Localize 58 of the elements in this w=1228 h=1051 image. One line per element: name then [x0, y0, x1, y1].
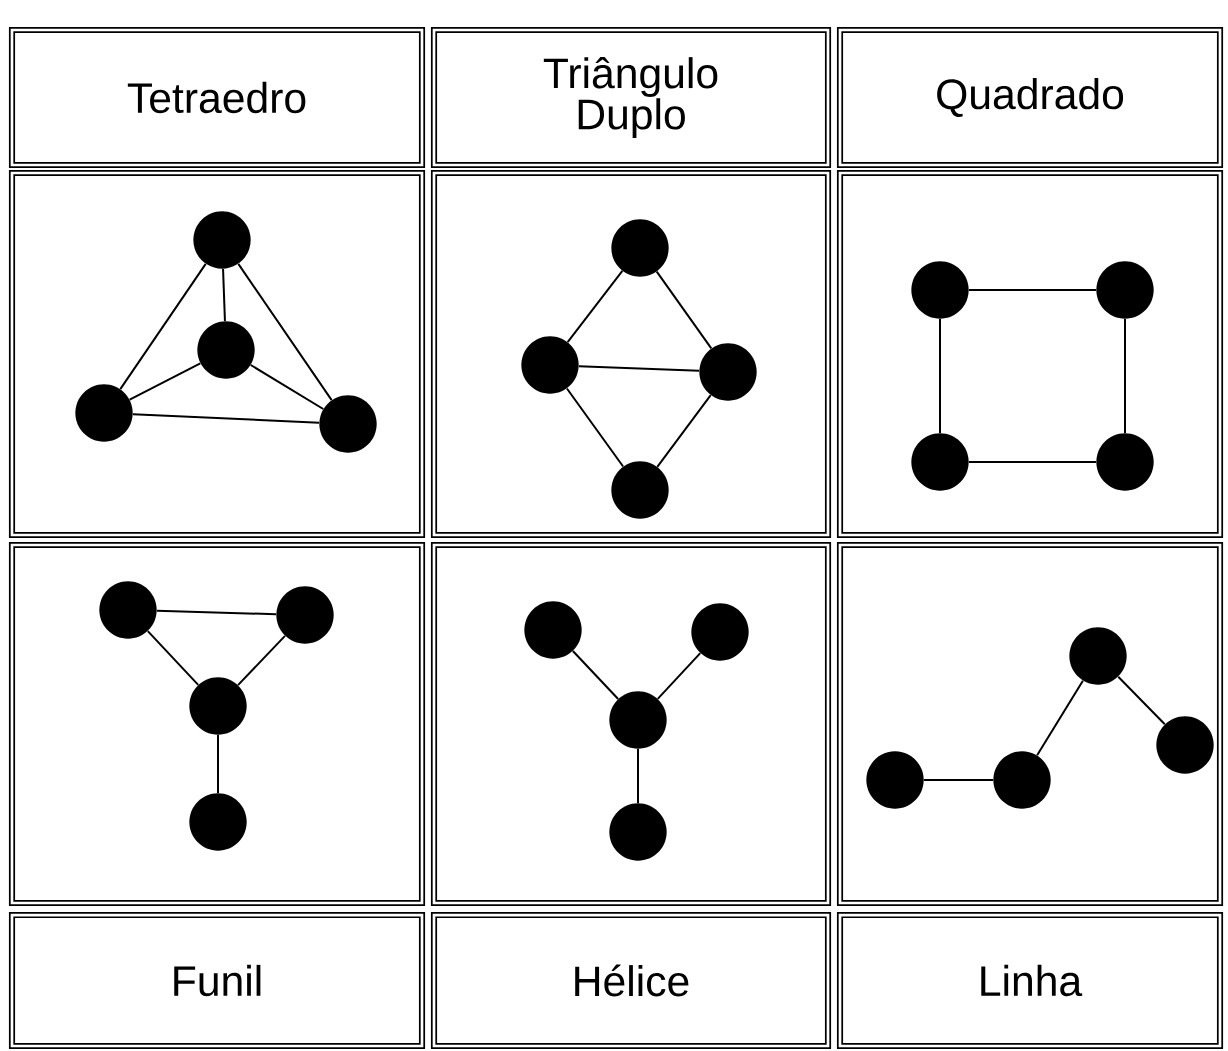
vertex-dot [1096, 433, 1154, 491]
vertex-dot [691, 603, 749, 661]
connector-line [128, 362, 202, 401]
connector-line [939, 317, 941, 435]
vertex-dot [699, 343, 757, 401]
vertex-dot [1096, 261, 1154, 319]
connector-line [565, 387, 625, 468]
connector-line [217, 733, 219, 795]
connector-line [922, 779, 995, 781]
header-cell: Tetraedro [8, 26, 426, 169]
connector-line [656, 652, 702, 700]
vertex-dot [611, 461, 669, 519]
connector-line [655, 270, 713, 350]
connector-line [222, 267, 226, 323]
vertex-dot [609, 691, 667, 749]
connector-line [967, 289, 1098, 291]
vertex-dot [866, 751, 924, 809]
vertex-dot [911, 433, 969, 491]
vertex-dot [911, 261, 969, 319]
connector-line [967, 461, 1098, 463]
vertex-dot [524, 601, 582, 659]
vertex-dot [319, 395, 377, 453]
vertex-dot [609, 803, 667, 861]
vertex-dot [99, 581, 157, 639]
header-cell: Quadrado [836, 26, 1224, 169]
connector-line [237, 634, 286, 687]
panel-box [836, 541, 1224, 907]
header-cell: Triângulo Duplo [430, 26, 832, 169]
connector-line [566, 269, 624, 344]
connector-line [1117, 675, 1166, 726]
connector-line [571, 650, 620, 700]
connector-line [1124, 317, 1126, 435]
vertex-dot [276, 586, 334, 644]
connector-line [577, 365, 701, 372]
vertex-dot [189, 677, 247, 735]
connector-line [637, 747, 639, 805]
vertex-dot [611, 219, 669, 277]
vertex-dot [75, 384, 133, 442]
vertex-dot [1156, 716, 1214, 774]
connector-line [131, 413, 321, 424]
label-cell: Hélice [430, 912, 832, 1050]
vertex-dot [521, 336, 579, 394]
connector-line [155, 609, 278, 616]
connector-line [656, 394, 712, 468]
vertex-dot [197, 321, 255, 379]
vertex-dot [1069, 627, 1127, 685]
vertex-dot [189, 793, 247, 851]
panel-box [8, 541, 426, 907]
connector-line [146, 630, 200, 686]
connector-line [237, 262, 333, 402]
connector-line [1036, 679, 1084, 757]
vertex-dot [193, 211, 251, 269]
label-cell: Funil [8, 912, 426, 1050]
panel-box [430, 541, 832, 907]
vertex-dot [993, 751, 1051, 809]
connector-line [249, 364, 325, 410]
connector-line [119, 262, 207, 391]
label-cell: Linha [836, 912, 1224, 1050]
